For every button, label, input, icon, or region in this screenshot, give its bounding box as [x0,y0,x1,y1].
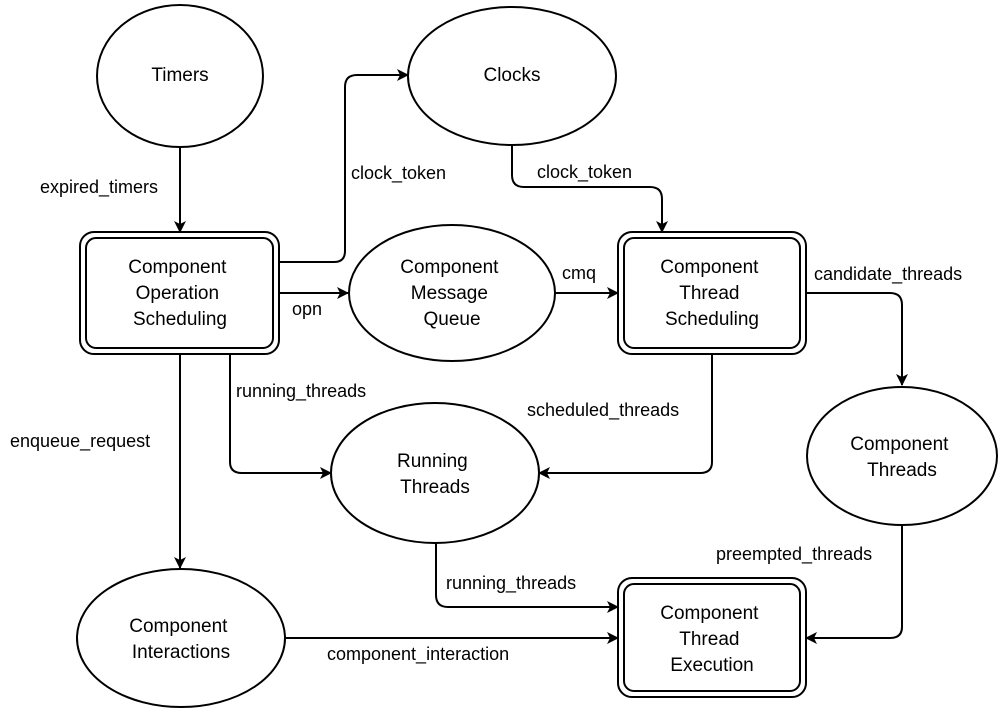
node-component-thread-scheduling: Component Thread Scheduling [617,231,807,355]
node-cte-label-line-3: Execution [670,655,753,676]
node-cte-label-line-1: Component [660,603,759,624]
edge-scheduled-threads [538,343,718,479]
node-cos-label-line-3: Scheduling [133,309,227,330]
node-ct-label: Component Threads [850,434,954,481]
edge-label-clock-token-cts: clock_token [537,162,632,183]
node-rt-label: Running Threads [397,451,473,498]
edge-clock-token-cos [268,69,409,268]
node-ci-label-line-2: Interactions [132,642,230,663]
node-cos-label-line-1: Component [128,257,227,278]
edge-label-clock-token-cos: clock_token [351,163,446,184]
node-cts-label-line-2: Thread [679,283,739,304]
edge-label-enqueue-request: enqueue_request [10,431,150,452]
node-cts-label: Component Thread Scheduling [660,257,764,330]
node-component-thread-execution: Component Thread Execution [617,577,807,698]
edge-running-threads-cte [430,533,619,613]
edge-candidate-threads [795,287,908,386]
edge-running-threads-cos [224,343,332,479]
edge-label-expired-timers: expired_timers [40,177,158,198]
node-cmq-label-line-3: Queue [423,309,480,330]
node-cts-label-line-3: Scheduling [665,309,759,330]
node-component-message-queue: Component Message Queue [348,224,556,362]
node-clocks-label: Clocks [483,65,540,86]
node-cte-label-line-2: Thread [679,629,739,650]
node-cmq-label-line-2: Message [411,283,488,304]
node-component-interactions: Component Interactions [76,568,286,708]
edge-labels: expired_timers clock_token clock_token o… [10,162,962,665]
node-cos-label: Component Operation Scheduling [128,257,232,330]
node-cte-label: Component Thread Execution [660,603,764,676]
node-timers-label: Timers [151,65,208,86]
node-ci-label: Component Interactions [129,616,233,663]
node-ct-label-line-2: Threads [867,460,937,481]
edge-label-preempted-threads: preempted_threads [716,544,872,565]
node-running-threads: Running Threads [330,402,540,544]
edge-clock-token-cts [506,135,668,233]
node-cos-label-line-2: Operation [136,283,219,304]
edge-preempted-threads [805,515,908,644]
edge-label-scheduled-threads: scheduled_threads [527,400,679,421]
edge-label-opn: opn [292,299,322,319]
edge-label-cmq: cmq [562,263,596,283]
node-ci-label-line-1: Component [129,616,228,637]
edge-label-running-threads-cos: running_threads [236,381,366,402]
node-component-operation-scheduling: Component Operation Scheduling [79,231,280,355]
edge-label-running-threads-cte: running_threads [446,573,576,594]
node-cmq-label-line-1: Component [400,257,499,278]
node-rt-label-line-2: Threads [400,477,470,498]
node-timers: Timers [96,4,264,148]
edge-label-component-interaction: component_interaction [327,644,509,665]
node-ct-label-line-1: Component [850,434,949,455]
edge-label-candidate-threads: candidate_threads [814,264,962,285]
nodes: Timers Clocks Component Operation Schedu… [76,4,998,708]
node-component-threads: Component Threads [806,386,998,526]
node-rt-label-line-1: Running [397,451,468,472]
node-clocks: Clocks [407,6,617,146]
node-cmq-label: Component Message Queue [400,257,504,330]
node-cts-label-line-1: Component [660,257,759,278]
edges [174,69,908,644]
